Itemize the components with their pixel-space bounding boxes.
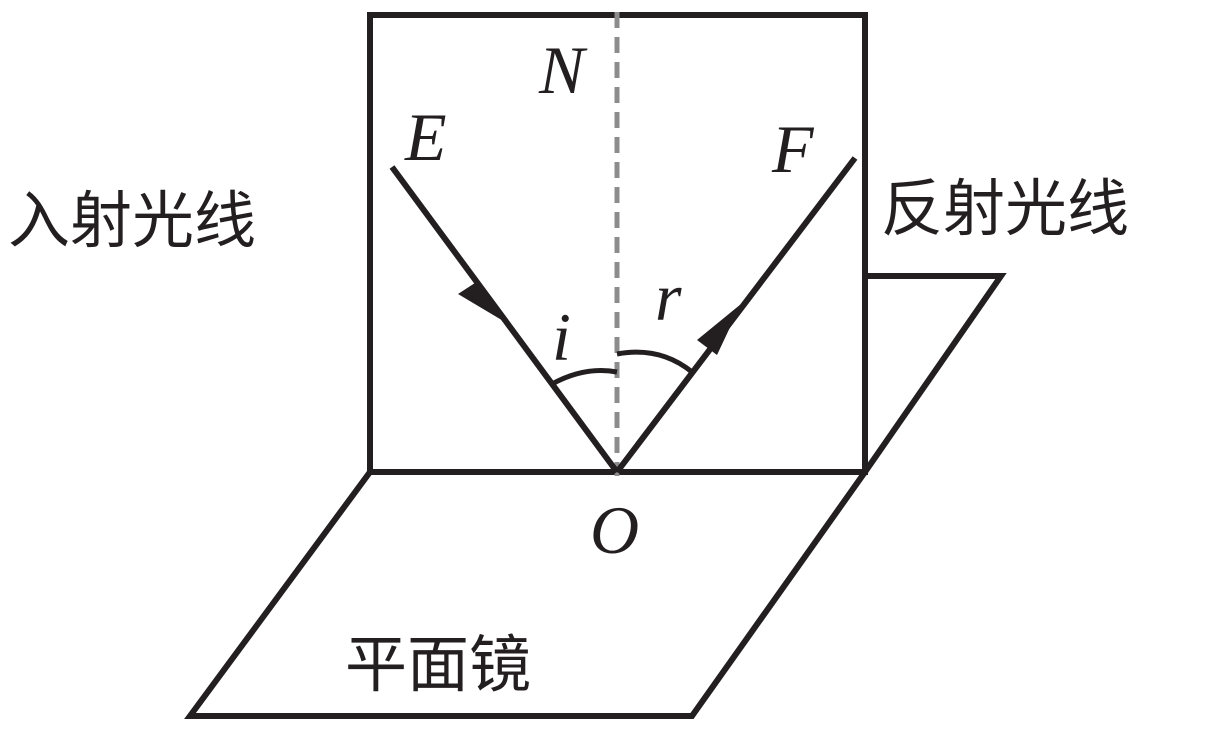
incident-ray [389,165,620,474]
label-o: O [590,492,639,568]
label-n: N [538,32,588,108]
mirror-plane [184,470,868,719]
label-mirror: 平面镜 [345,628,531,701]
label-reflected-ray: 反射光线 [881,172,1129,245]
label-e: E [404,99,447,175]
reflected-ray [614,156,858,474]
label-r: r [655,259,682,335]
reflection-angle-arc [616,349,694,374]
label-i: i [552,299,571,375]
incident-arrowhead [458,281,505,322]
incidence-angle-arc [550,368,618,387]
fold-flap [862,273,1007,474]
reflected-arrowhead [697,304,741,355]
label-f: F [771,111,815,187]
label-incident-ray: 入射光线 [8,184,256,257]
